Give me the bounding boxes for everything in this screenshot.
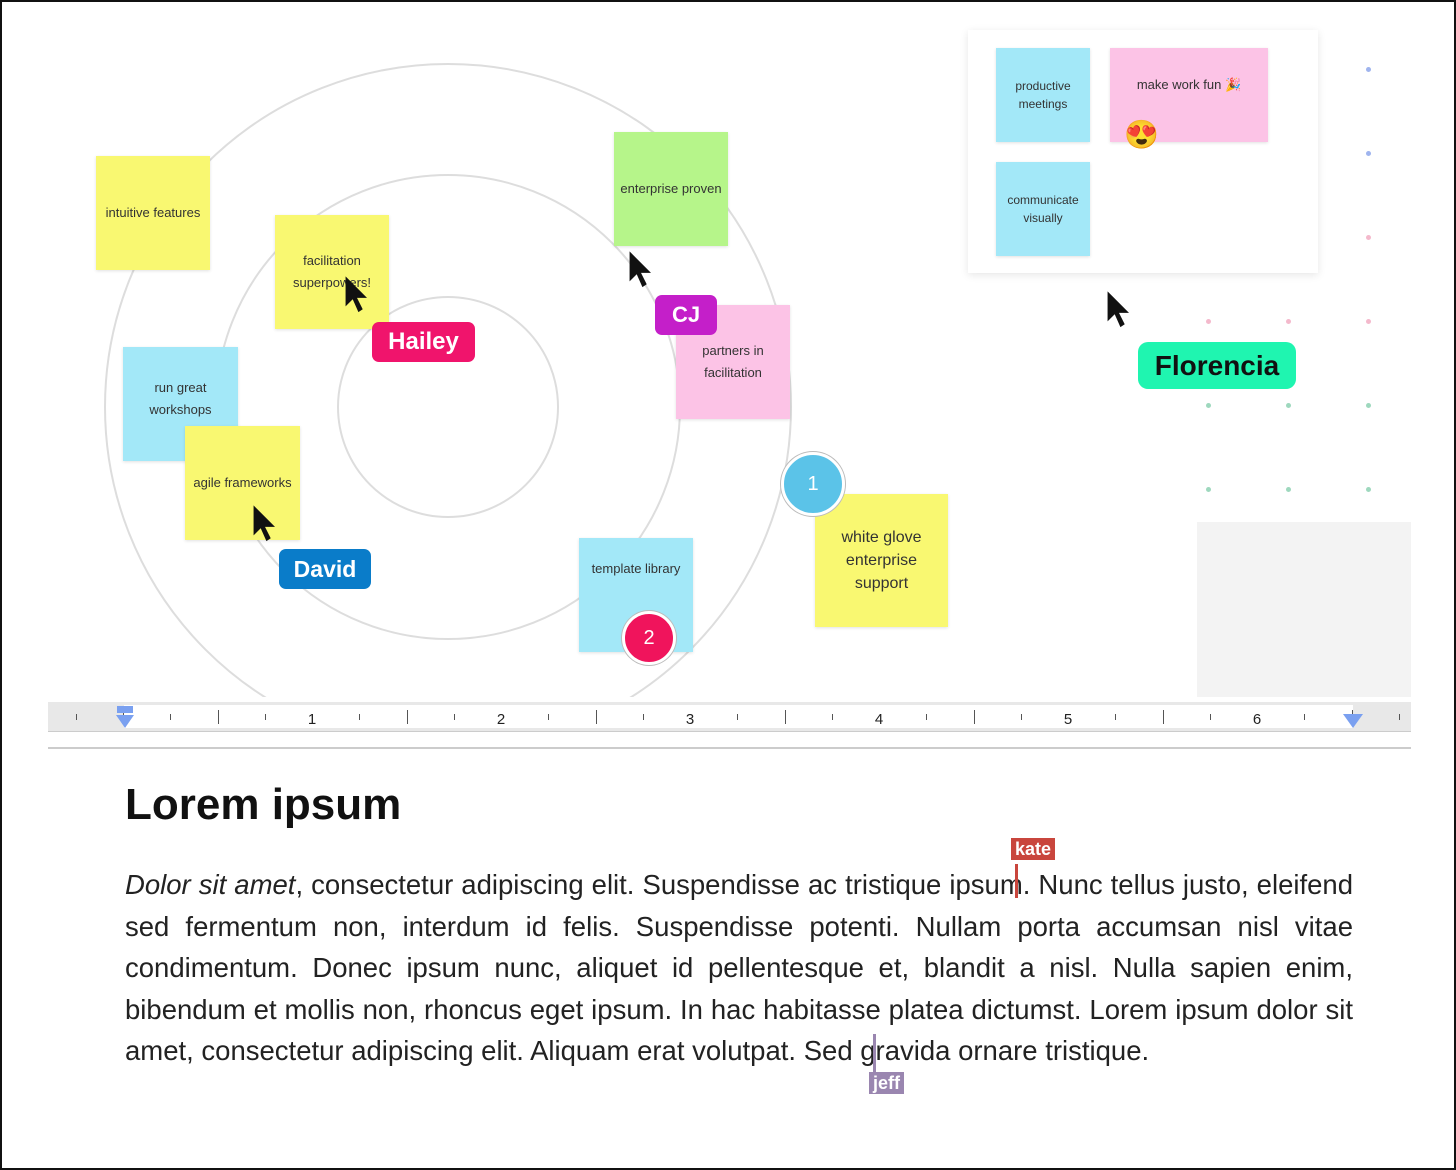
- sticky-note[interactable]: agile frameworks: [185, 426, 300, 540]
- grid-dot: [1206, 403, 1211, 408]
- panel-placeholder: [1197, 522, 1411, 697]
- ruler-number: 2: [496, 711, 506, 728]
- grid-dot: [1366, 151, 1371, 156]
- ruler-track: 1 2 3 4 5 6: [75, 705, 1400, 728]
- grid-dot: [1286, 319, 1291, 324]
- grid-dot: [1366, 235, 1371, 240]
- comment-badge[interactable]: 2: [622, 611, 676, 665]
- ruler-number: 6: [1252, 711, 1262, 728]
- ruler-tick: [548, 714, 550, 720]
- grid-dot: [1286, 403, 1291, 408]
- document-paragraph[interactable]: Dolor sit amet, consectetur adipiscing e…: [125, 864, 1353, 1072]
- ruler-tick: [973, 710, 975, 724]
- grid-dot: [1366, 319, 1371, 324]
- sticky-note[interactable]: enterprise proven: [614, 132, 728, 246]
- ruler-tick: [926, 714, 928, 720]
- sticky-note[interactable]: communicate visually: [996, 162, 1090, 256]
- sticky-note[interactable]: intuitive features: [96, 156, 210, 270]
- cursor-label-jeff: jeff: [869, 1072, 904, 1094]
- sticky-note[interactable]: facilitation superpowers!: [275, 215, 389, 329]
- collaborator-label-cj: CJ: [655, 295, 717, 335]
- comment-badge[interactable]: 1: [781, 452, 845, 516]
- ruler-number: 5: [1063, 711, 1073, 728]
- ruler-tick: [1020, 714, 1022, 720]
- ruler-tick: [831, 714, 833, 720]
- cursor-label-kate: kate: [1011, 838, 1056, 860]
- grid-dot: [1206, 487, 1211, 492]
- ruler-tick: [264, 714, 266, 720]
- ruler-tick: [1304, 714, 1306, 720]
- sticky-note[interactable]: white glove enterprise support: [815, 494, 948, 627]
- whiteboard-canvas[interactable]: intuitive features facilitation superpow…: [2, 2, 1456, 697]
- ruler-tick: [1162, 710, 1164, 724]
- ruler-tick: [595, 710, 597, 724]
- frame[interactable]: productive meetings make work fun 🎉 comm…: [968, 30, 1318, 273]
- text-cursor-jeff: [873, 1034, 876, 1074]
- body-text: , consectetur adipiscing elit. Suspendis…: [125, 869, 1353, 1066]
- grid-dot: [1366, 67, 1371, 72]
- ruler-tick: [642, 714, 644, 720]
- ruler-tick: [1115, 714, 1117, 720]
- ruler-number: 1: [307, 711, 317, 728]
- italic-text: Dolor sit amet: [125, 869, 296, 900]
- ruler-tick: [453, 714, 455, 720]
- ruler-number: 3: [685, 711, 695, 728]
- grid-dot: [1366, 403, 1371, 408]
- mouse-cursor-icon: [345, 276, 367, 313]
- ruler[interactable]: 1 2 3 4 5 6: [48, 702, 1411, 732]
- ruler-tick: [217, 710, 219, 724]
- heart-eyes-emoji: 😍: [1124, 119, 1159, 150]
- collaborator-label-david: David: [279, 549, 371, 589]
- grid-dot: [1206, 319, 1211, 324]
- mouse-cursor-icon: [253, 505, 275, 542]
- ruler-divider: [48, 747, 1411, 749]
- sticky-note[interactable]: make work fun 🎉: [1110, 48, 1268, 142]
- right-indent-marker-icon[interactable]: [1342, 712, 1364, 730]
- collaborator-label-florencia: Florencia: [1138, 342, 1296, 389]
- mouse-cursor-icon: [1107, 291, 1129, 328]
- ruler-tick: [1209, 714, 1211, 720]
- ruler-tick: [784, 710, 786, 724]
- grid-dot: [1286, 487, 1291, 492]
- ruler-tick: [359, 714, 361, 720]
- ruler-tick: [406, 710, 408, 724]
- ruler-number: 4: [874, 711, 884, 728]
- sticky-note[interactable]: productive meetings: [996, 48, 1090, 142]
- mouse-cursor-icon: [629, 251, 651, 288]
- ruler-tick: [170, 714, 172, 720]
- ruler-tick: [75, 714, 77, 720]
- text-cursor-kate: [1015, 864, 1018, 898]
- left-indent-marker-icon[interactable]: [114, 706, 136, 730]
- ruler-tick: [737, 714, 739, 720]
- grid-dot: [1366, 487, 1371, 492]
- collaborator-label-hailey: Hailey: [372, 322, 475, 362]
- document-title: Lorem ipsum: [125, 780, 402, 829]
- ruler-tick: [1398, 714, 1400, 720]
